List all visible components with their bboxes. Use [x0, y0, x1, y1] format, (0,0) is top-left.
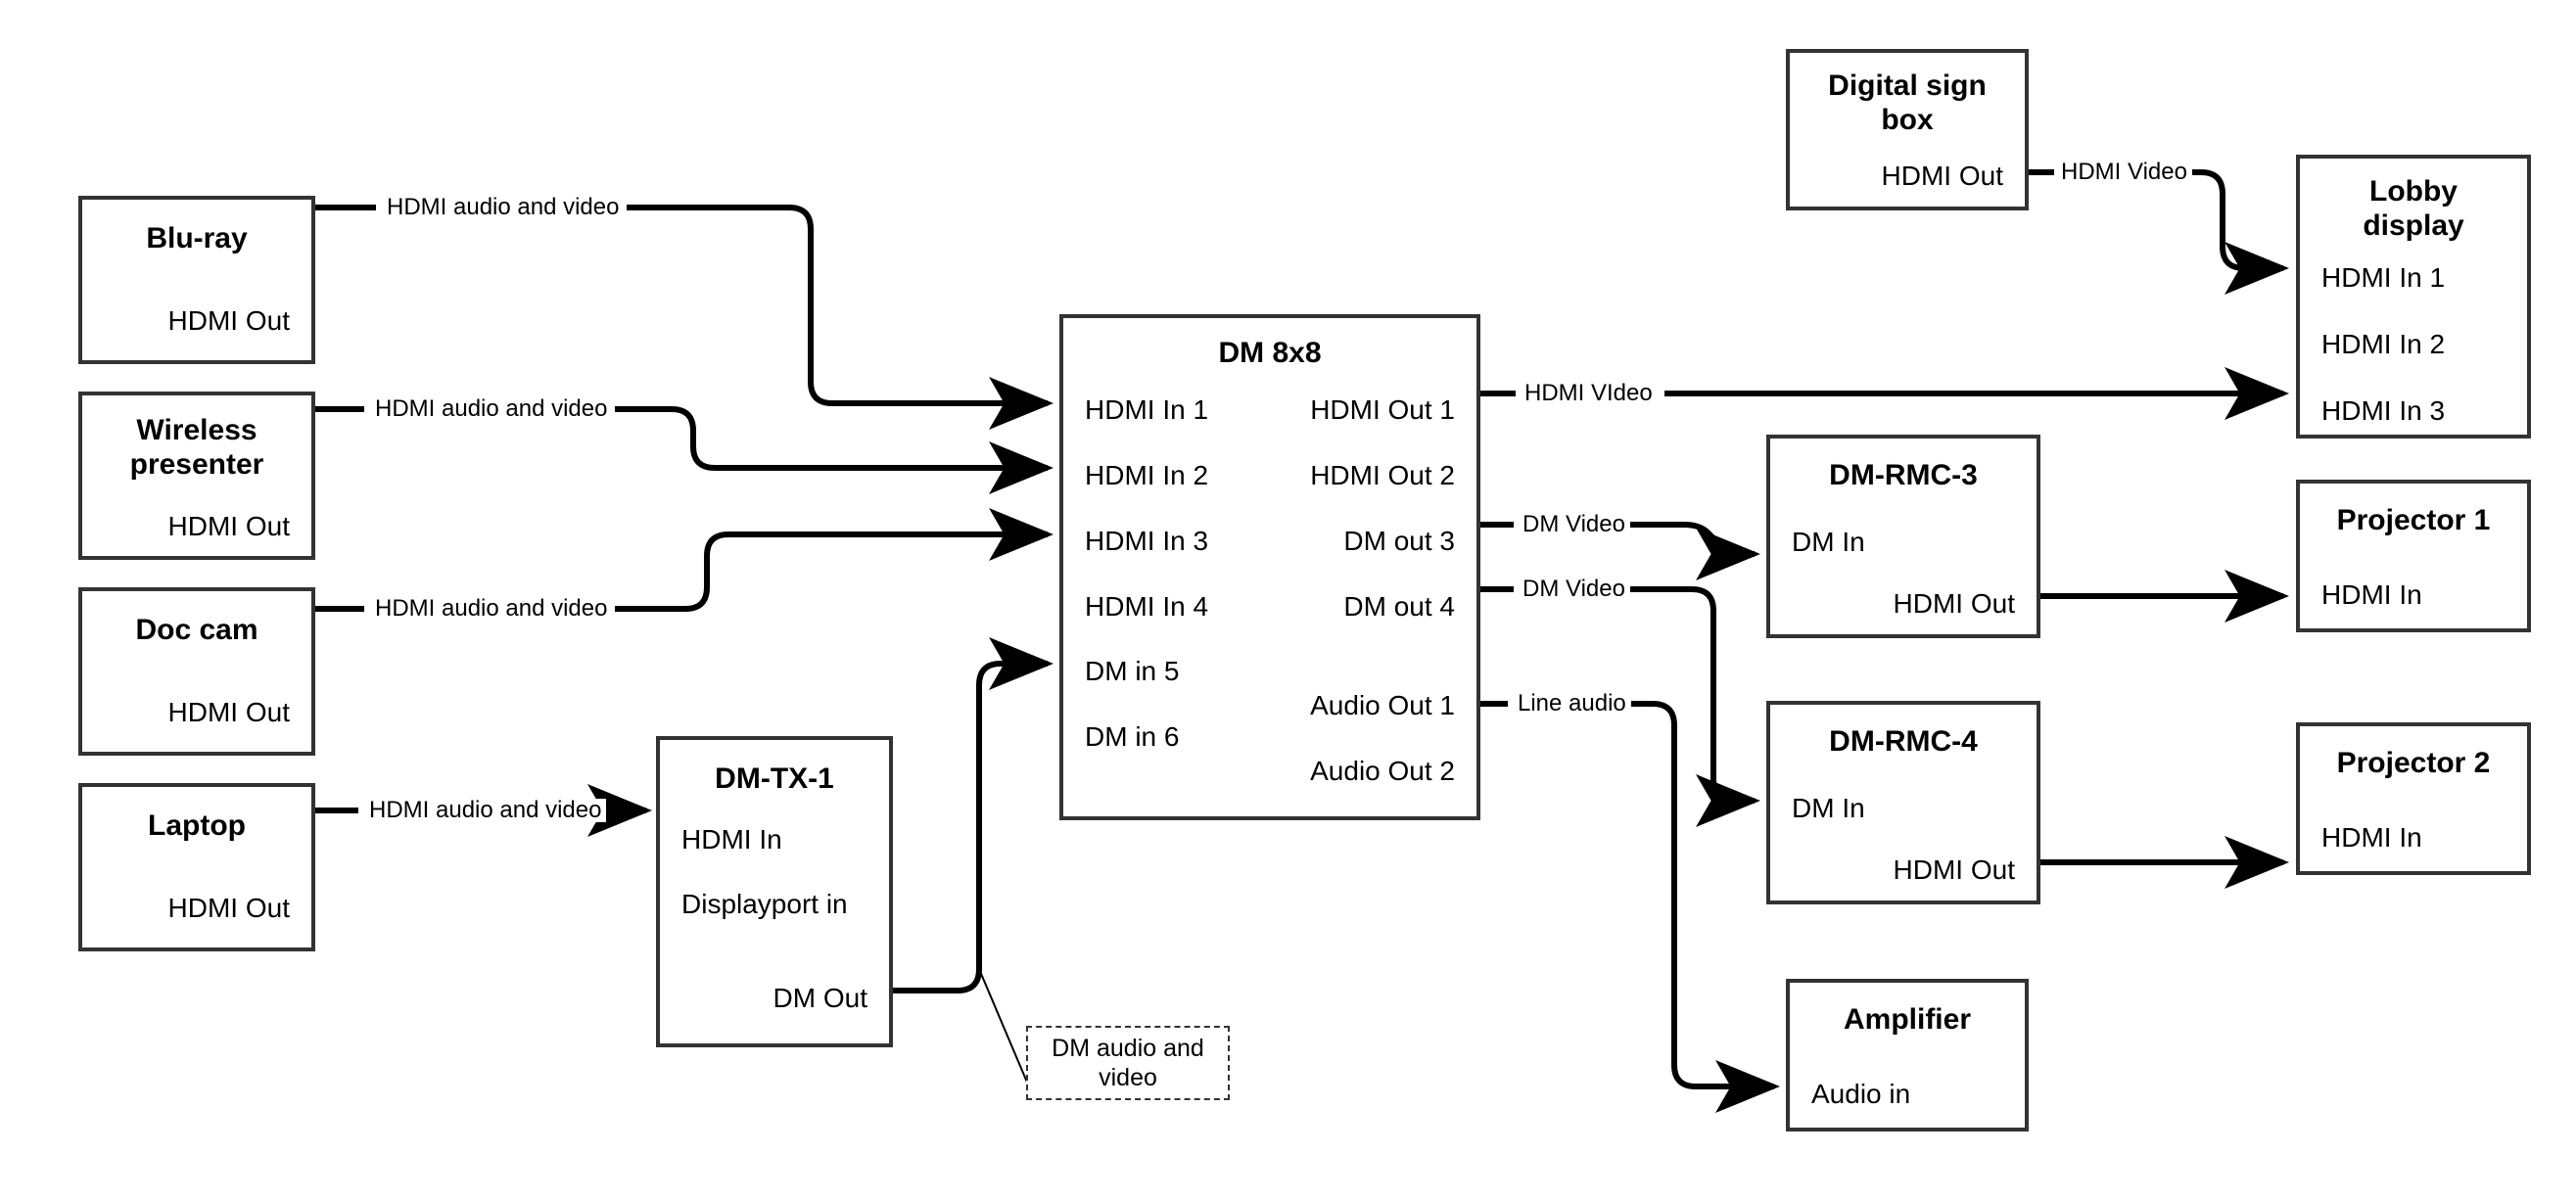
port-dm-tx-1-dm-out: DM Out — [773, 983, 867, 1013]
port-dm-8x8-dm-in-5: DM in 5 — [1085, 656, 1180, 686]
wire-dmtx1-to-dm-in-5 — [893, 637, 1054, 993]
port-dm-8x8-hdmi-in-3: HDMI In 3 — [1085, 526, 1209, 556]
node-dm-8x8-title: DM 8x8 — [1218, 337, 1322, 369]
port-lobby-display-hdmi-in-3: HDMI In 3 — [2321, 395, 2446, 426]
wire-label-doc-cam: HDMI audio and video — [370, 597, 613, 621]
port-dm-8x8-hdmi-in-2: HDMI In 2 — [1085, 460, 1209, 490]
port-lobby-display-hdmi-in-1: HDMI In 1 — [2321, 262, 2446, 293]
port-dm-8x8-hdmi-in-4: HDMI In 4 — [1085, 591, 1209, 622]
wire-label-dm-video-4: DM Video — [1518, 577, 1630, 601]
wire-label-hdmi-video-out1: HDMI VIdeo — [1520, 382, 1658, 405]
node-bluray-title: Blu-ray — [146, 222, 248, 254]
wire-doccam-to-dm-hdmi-in-3-b — [615, 508, 1054, 612]
port-projector-1-hdmi-in: HDMI In — [2321, 579, 2422, 610]
wire-label-dm-video-3: DM Video — [1518, 513, 1630, 536]
port-dm-8x8-audio-out-1: Audio Out 1 — [1310, 690, 1455, 720]
port-dm-tx-1-displayport-in: Displayport in — [681, 889, 848, 919]
node-dm-tx-1[interactable]: DM-TX-1 HDMI In Displayport in DM Out — [656, 736, 893, 1047]
node-laptop-title: Laptop — [148, 809, 246, 842]
port-doc-cam-hdmi-out: HDMI Out — [167, 697, 290, 727]
node-dm-rmc-3-title: DM-RMC-3 — [1829, 459, 1978, 491]
port-dm-8x8-hdmi-out-2: HDMI Out 2 — [1310, 460, 1455, 490]
port-dm-rmc-4-hdmi-out: HDMI Out — [1893, 855, 2015, 885]
node-digital-sign-box-title: Digital sign box — [1828, 69, 1987, 137]
port-dm-tx-1-hdmi-in: HDMI In — [681, 824, 782, 855]
annotation-dm-audio-and-video: DM audio and video — [1026, 1026, 1230, 1100]
node-amplifier[interactable]: Amplifier Audio in — [1786, 979, 2029, 1132]
wire-dm-out4-to-rmc4 — [1627, 586, 1760, 827]
node-projector-1[interactable]: Projector 1 HDMI In — [2296, 480, 2531, 632]
port-amplifier-audio-in: Audio in — [1811, 1079, 1911, 1109]
node-doc-cam[interactable]: Doc cam HDMI Out — [78, 587, 315, 756]
wire-bluray-to-dm-hdmi-in-1-b — [627, 205, 1054, 430]
node-amplifier-title: Amplifier — [1843, 1003, 1972, 1036]
node-projector-1-title: Projector 1 — [2336, 504, 2491, 536]
node-dm-rmc-3[interactable]: DM-RMC-3 DM In HDMI Out — [1766, 435, 2040, 638]
port-dm-rmc-3-dm-in: DM In — [1792, 527, 1865, 557]
node-wireless-presenter[interactable]: Wireless presenter HDMI Out — [78, 392, 315, 560]
wire-label-laptop: HDMI audio and video — [364, 799, 607, 822]
port-dm-8x8-dm-out-3: DM out 3 — [1343, 526, 1455, 556]
port-projector-2-hdmi-in: HDMI In — [2321, 822, 2422, 853]
node-digital-sign-box[interactable]: Digital sign box HDMI Out — [1786, 49, 2029, 210]
wire-wireless-to-dm-hdmi-in-2-b — [615, 406, 1054, 494]
port-laptop-hdmi-out: HDMI Out — [167, 893, 290, 923]
port-dm-rmc-3-hdmi-out: HDMI Out — [1893, 588, 2015, 619]
port-dm-8x8-dm-out-4: DM out 4 — [1343, 591, 1455, 622]
port-bluray-hdmi-out: HDMI Out — [167, 305, 290, 336]
node-lobby-display-title: Lobby display — [2363, 175, 2464, 243]
port-lobby-display-hdmi-in-2: HDMI In 2 — [2321, 329, 2446, 359]
port-dm-8x8-dm-in-6: DM in 6 — [1085, 721, 1180, 752]
node-dm-tx-1-title: DM-TX-1 — [715, 762, 834, 795]
node-dm-rmc-4[interactable]: DM-RMC-4 DM In HDMI Out — [1766, 701, 2040, 904]
wire-audioout1-to-amplifier — [1625, 701, 1780, 1113]
port-dm-rmc-4-dm-in: DM In — [1792, 793, 1865, 823]
port-digital-sign-box-hdmi-out: HDMI Out — [1881, 161, 2003, 191]
port-dm-8x8-audio-out-2: Audio Out 2 — [1310, 756, 1455, 786]
port-dm-8x8-hdmi-out-1: HDMI Out 1 — [1310, 394, 1455, 425]
node-dm-rmc-4-title: DM-RMC-4 — [1829, 725, 1978, 758]
node-projector-2-title: Projector 2 — [2336, 747, 2491, 779]
port-dm-8x8-hdmi-in-1: HDMI In 1 — [1085, 394, 1209, 425]
node-bluray[interactable]: Blu-ray HDMI Out — [78, 196, 315, 364]
node-lobby-display[interactable]: Lobby display HDMI In 1 HDMI In 2 HDMI I… — [2296, 155, 2531, 439]
node-projector-2[interactable]: Projector 2 HDMI In — [2296, 722, 2531, 875]
node-doc-cam-title: Doc cam — [135, 614, 258, 646]
wire-digitalsign-to-lobby-hdmi-in-1 — [2166, 169, 2289, 295]
node-dm-8x8[interactable]: DM 8x8 HDMI In 1 HDMI In 2 HDMI In 3 HDM… — [1059, 314, 1480, 820]
wire-label-hdmi-video-lobby: HDMI Video — [2056, 161, 2192, 184]
port-wireless-presenter-hdmi-out: HDMI Out — [167, 511, 290, 541]
wire-label-bluray: HDMI audio and video — [382, 196, 625, 219]
wire-label-line-audio: Line audio — [1513, 692, 1631, 716]
wire-dm-out3-to-rmc3 — [1627, 522, 1760, 580]
node-wireless-presenter-title: Wireless presenter — [129, 414, 264, 482]
wire-label-wireless-presenter: HDMI audio and video — [370, 397, 613, 421]
leader-line-dm-av-note — [978, 968, 1029, 1086]
node-laptop[interactable]: Laptop HDMI Out — [78, 783, 315, 951]
